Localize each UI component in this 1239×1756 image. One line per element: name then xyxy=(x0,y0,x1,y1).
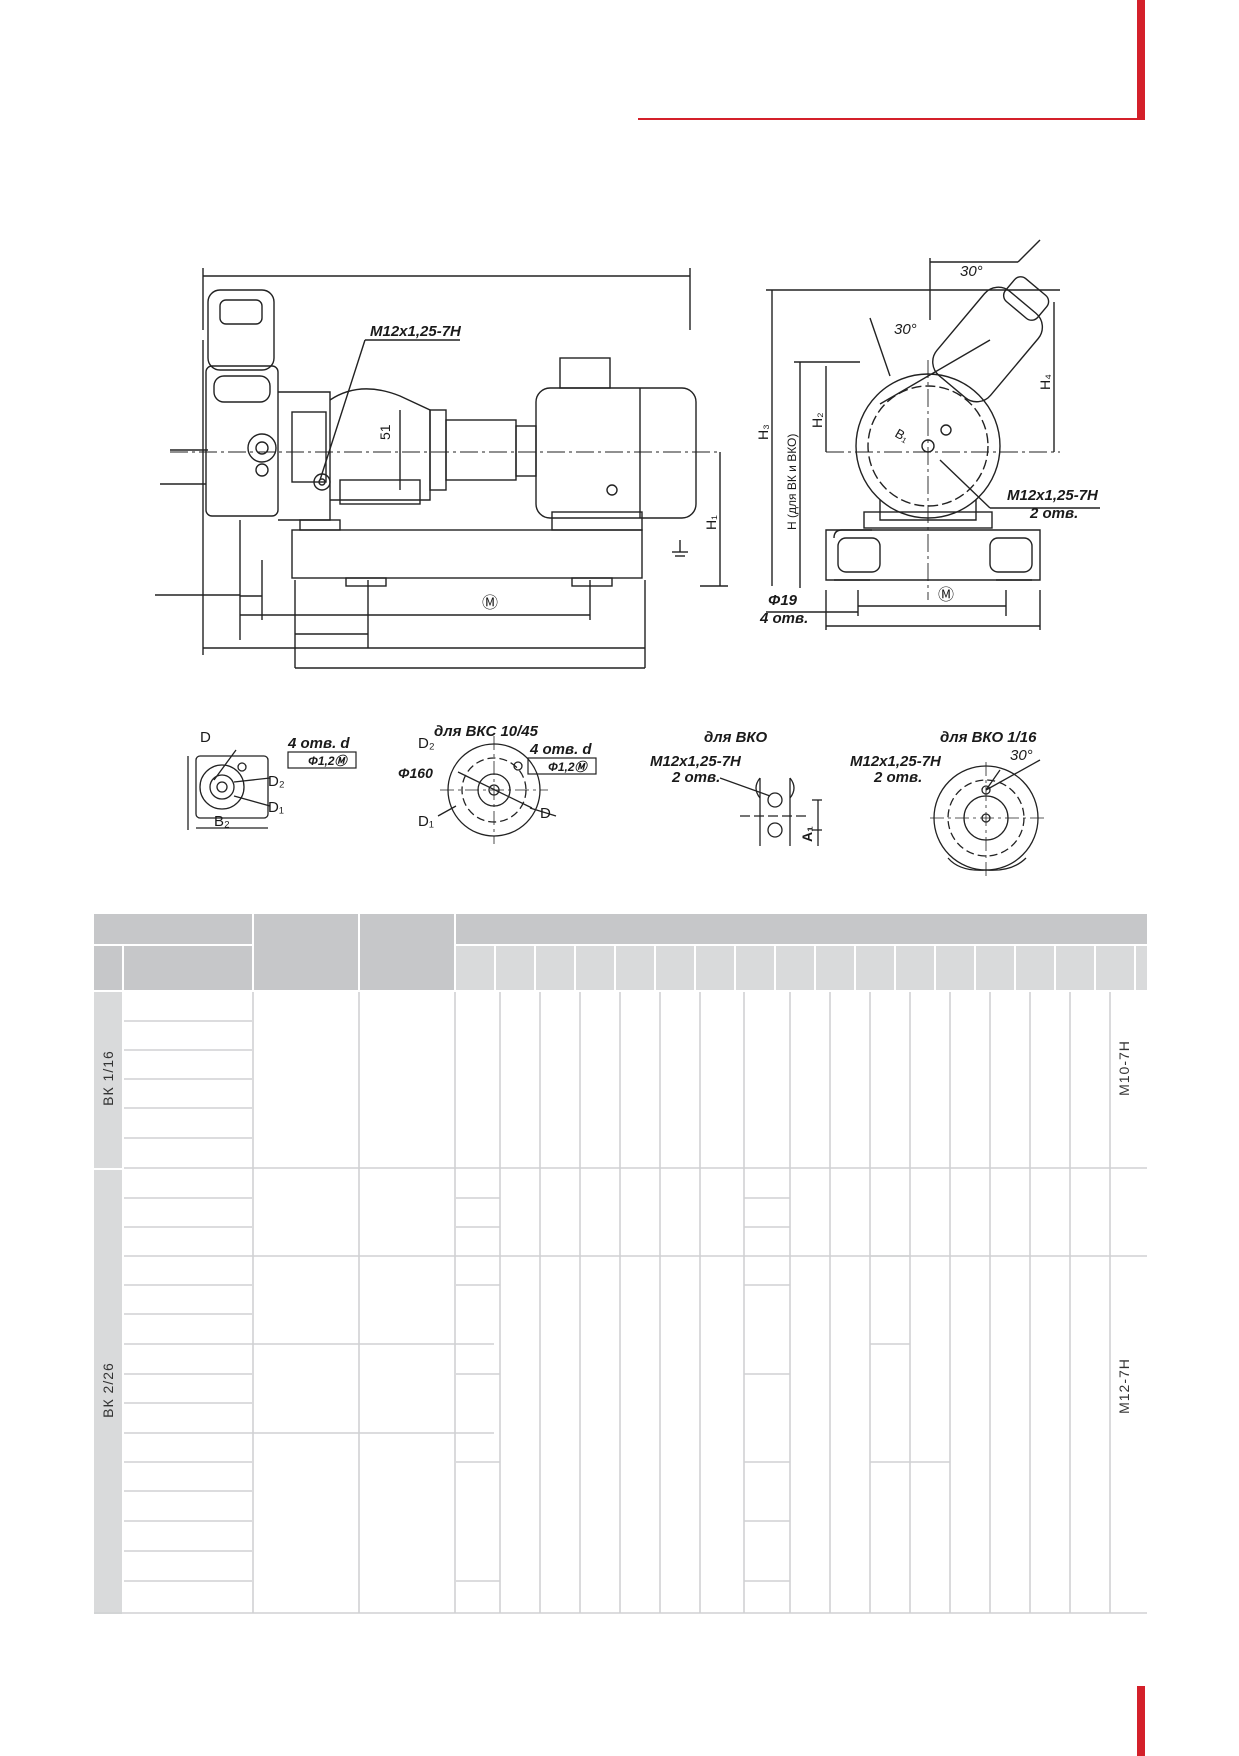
dim-h2: H₂ xyxy=(809,412,825,428)
side-dim-m: Ⓜ xyxy=(938,586,954,604)
group1-cell: ВК 1/16 xyxy=(94,992,122,1168)
group1-thread: M10-7H xyxy=(1116,1040,1132,1096)
detail1-label-d: D xyxy=(200,729,211,746)
foot-holes: 4 отв. xyxy=(759,610,808,627)
table-header-model xyxy=(94,914,252,944)
pump-technical-drawing: M12x1,25-7H 51 H₁ Ⓜ 30° 30° H₃ H (для ВК… xyxy=(155,239,1100,876)
group2-thread: M12-7H xyxy=(1116,1358,1132,1414)
detail2-label-d2: D₂ xyxy=(418,735,435,752)
table-header-col3 xyxy=(360,914,454,990)
detail4-holes: 2 отв. xyxy=(873,769,922,786)
detail2-holes: 4 отв. d xyxy=(529,741,592,758)
detail1-label-d2: D₂ xyxy=(268,773,285,790)
detail1-label-d1: D₁ xyxy=(268,799,284,816)
side-thread-holes: 2 отв. xyxy=(1029,505,1078,522)
foot-diameter: Φ19 xyxy=(768,592,798,609)
dim-h1: H₁ xyxy=(703,515,719,530)
detail3-holes: 2 отв. xyxy=(671,769,720,786)
detail3-title: для ВКО xyxy=(704,729,767,746)
detail4-thread: M12x1,25-7H xyxy=(850,753,942,770)
detail1-holes: 4 отв. d xyxy=(287,735,350,752)
main-thread-callout: M12x1,25-7H xyxy=(370,323,462,340)
top-red-bar xyxy=(1137,0,1145,120)
dim-b1: B₁ xyxy=(893,426,912,446)
table-grid xyxy=(94,992,1147,1614)
detail2-label-d: D xyxy=(540,805,551,822)
detail3-thread: M12x1,25-7H xyxy=(650,753,742,770)
side-angle-top: 30° xyxy=(960,263,983,280)
header-red-line xyxy=(638,118,1140,120)
dim-51: 51 xyxy=(377,424,393,440)
detail2-tolerance: Φ1,2Ⓜ xyxy=(548,760,589,774)
table-header-dimension-cols xyxy=(456,946,1147,990)
detail1-label-b2: B₂ xyxy=(214,813,230,830)
detail2-phi: Φ160 xyxy=(398,765,433,781)
group2-cell: ВК 2/26 xyxy=(94,1170,122,1614)
main-dim-m: Ⓜ xyxy=(482,594,498,612)
table-header-variant xyxy=(124,944,252,990)
table-header-group xyxy=(94,944,122,990)
table-header-col2 xyxy=(254,914,358,990)
detail2-label-d1: D₁ xyxy=(418,813,434,830)
bottom-red-bar xyxy=(1137,1686,1145,1756)
detail3-label-a: A₁ xyxy=(799,826,815,842)
detail4-title: для ВКО 1/16 xyxy=(940,729,1037,746)
side-angle-inner: 30° xyxy=(894,321,917,338)
dim-h3: H₃ xyxy=(755,424,771,440)
detail4-angle: 30° xyxy=(1010,747,1033,764)
detail2-title: для ВКС 10/45 xyxy=(434,723,539,740)
dim-h: H (для ВК и ВКО) xyxy=(785,434,799,530)
side-thread-callout: M12x1,25-7H xyxy=(1007,487,1099,504)
detail1-tolerance: Φ1,2Ⓜ xyxy=(308,754,349,768)
dim-h4: H₄ xyxy=(1037,374,1053,390)
spec-table: ВК 1/16 ВК 2/26 xyxy=(94,914,1147,1614)
table-header-dimensions xyxy=(456,914,1147,944)
